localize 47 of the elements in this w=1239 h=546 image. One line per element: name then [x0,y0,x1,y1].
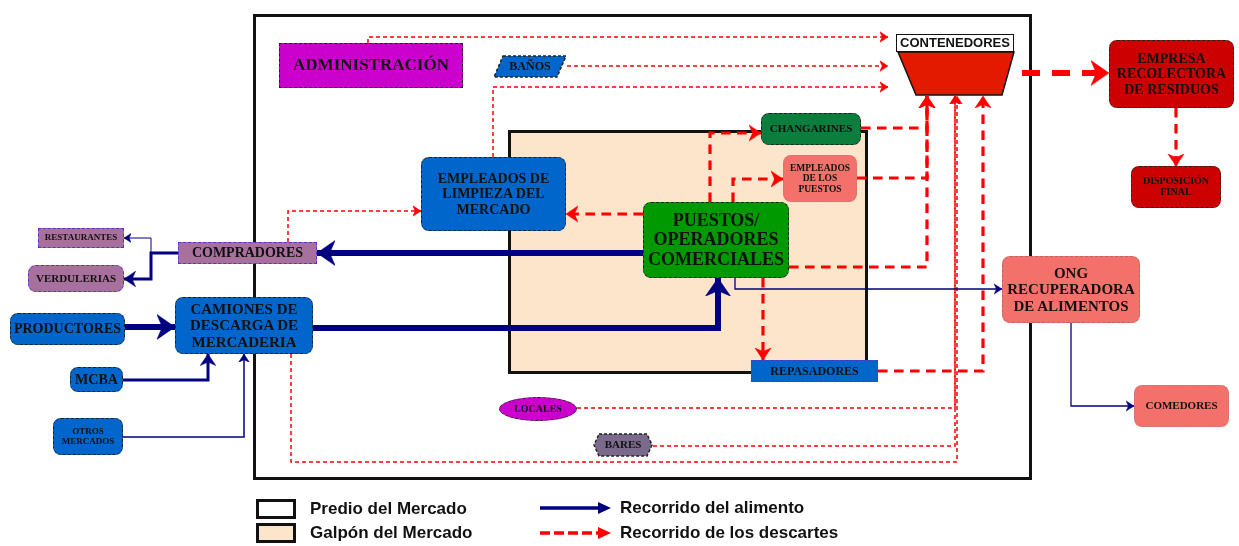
arrow [1167,108,1185,167]
process-box: COMEDORES [1134,385,1229,427]
legend-label: Recorrido de los descartes [620,523,839,543]
arrow [367,31,889,44]
arrow [652,95,961,447]
node-label: CONTENEDORES [896,34,1014,53]
process-box: PUESTOS/ OPERADORES COMERCIALES [643,202,789,278]
arrow [731,170,784,202]
node-label: BARES [604,439,642,451]
arrow [789,95,936,269]
process-box: MCBA [70,367,123,392]
process-box: EMPLEADOS DE LIMPIEZA DEL MERCADO [421,157,566,231]
arrow [290,95,963,463]
process-box: PRODUCTORES [10,313,125,345]
process-box: RESTAURANTES [38,228,124,248]
arrow [123,353,217,382]
process-box: ADMINISTRACIÓN [279,43,463,88]
process-box: OTROS MERCADOS [53,418,123,455]
arrow [1022,60,1110,86]
arrow [123,251,178,288]
legend-label: Galpón del Mercado [310,523,473,543]
process-box: CAMIONES DE DESCARGA DE MERCADERIA [175,297,313,354]
process-box: REPASADORES [751,360,878,382]
process-box: COMPRADORES [178,242,317,264]
process-box: DISPOSICIÓN FINAL [1131,166,1221,208]
arrow [754,278,772,361]
node-label: BAÑOS [509,60,551,73]
process-box: EMPRESA RECOLECTORA DE RESIDUOS [1109,40,1234,108]
arrow [287,205,422,243]
process-box: EMPLEADOS DE LOS PUESTOS [783,155,857,202]
arrow [122,353,250,438]
legend-label: Predio del Mercado [310,499,467,519]
arrow [316,240,643,266]
arrow [565,205,643,223]
arrow [734,277,1003,295]
legend-label: Recorrido del alimento [620,498,805,518]
arrow [1070,322,1135,412]
arrow [313,277,731,331]
process-ellipse: LOCALES [499,397,577,421]
process-box: CHANGARINES [761,113,861,145]
arrow [566,60,889,72]
process-box: VERDULERIAS [28,265,124,292]
arrow [125,314,176,340]
process-box: ONG RECUPERADORA DE ALIMENTOS [1002,256,1140,323]
arrow [878,95,992,373]
arrow [708,124,762,202]
arrow [492,81,889,158]
